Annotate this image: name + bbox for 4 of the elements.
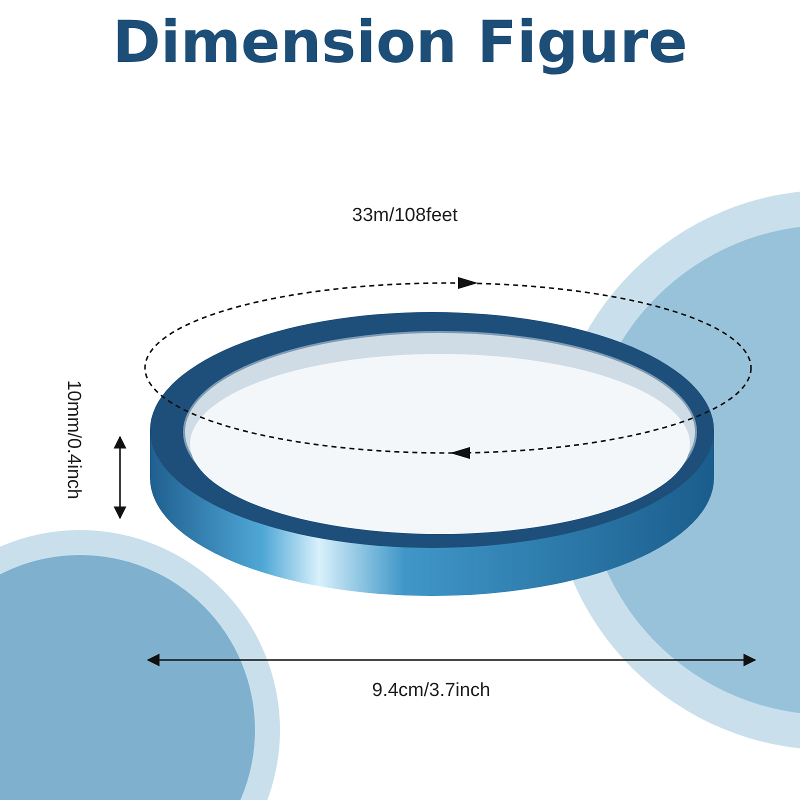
length-dimension-label: 33m/108feet — [352, 205, 458, 227]
diameter-dimension-label: 9.4cm/3.7inch — [372, 680, 490, 702]
width-dimension-label: 10mm/0.4inch — [62, 380, 84, 500]
title: Dimension Figure — [111, 8, 689, 76]
